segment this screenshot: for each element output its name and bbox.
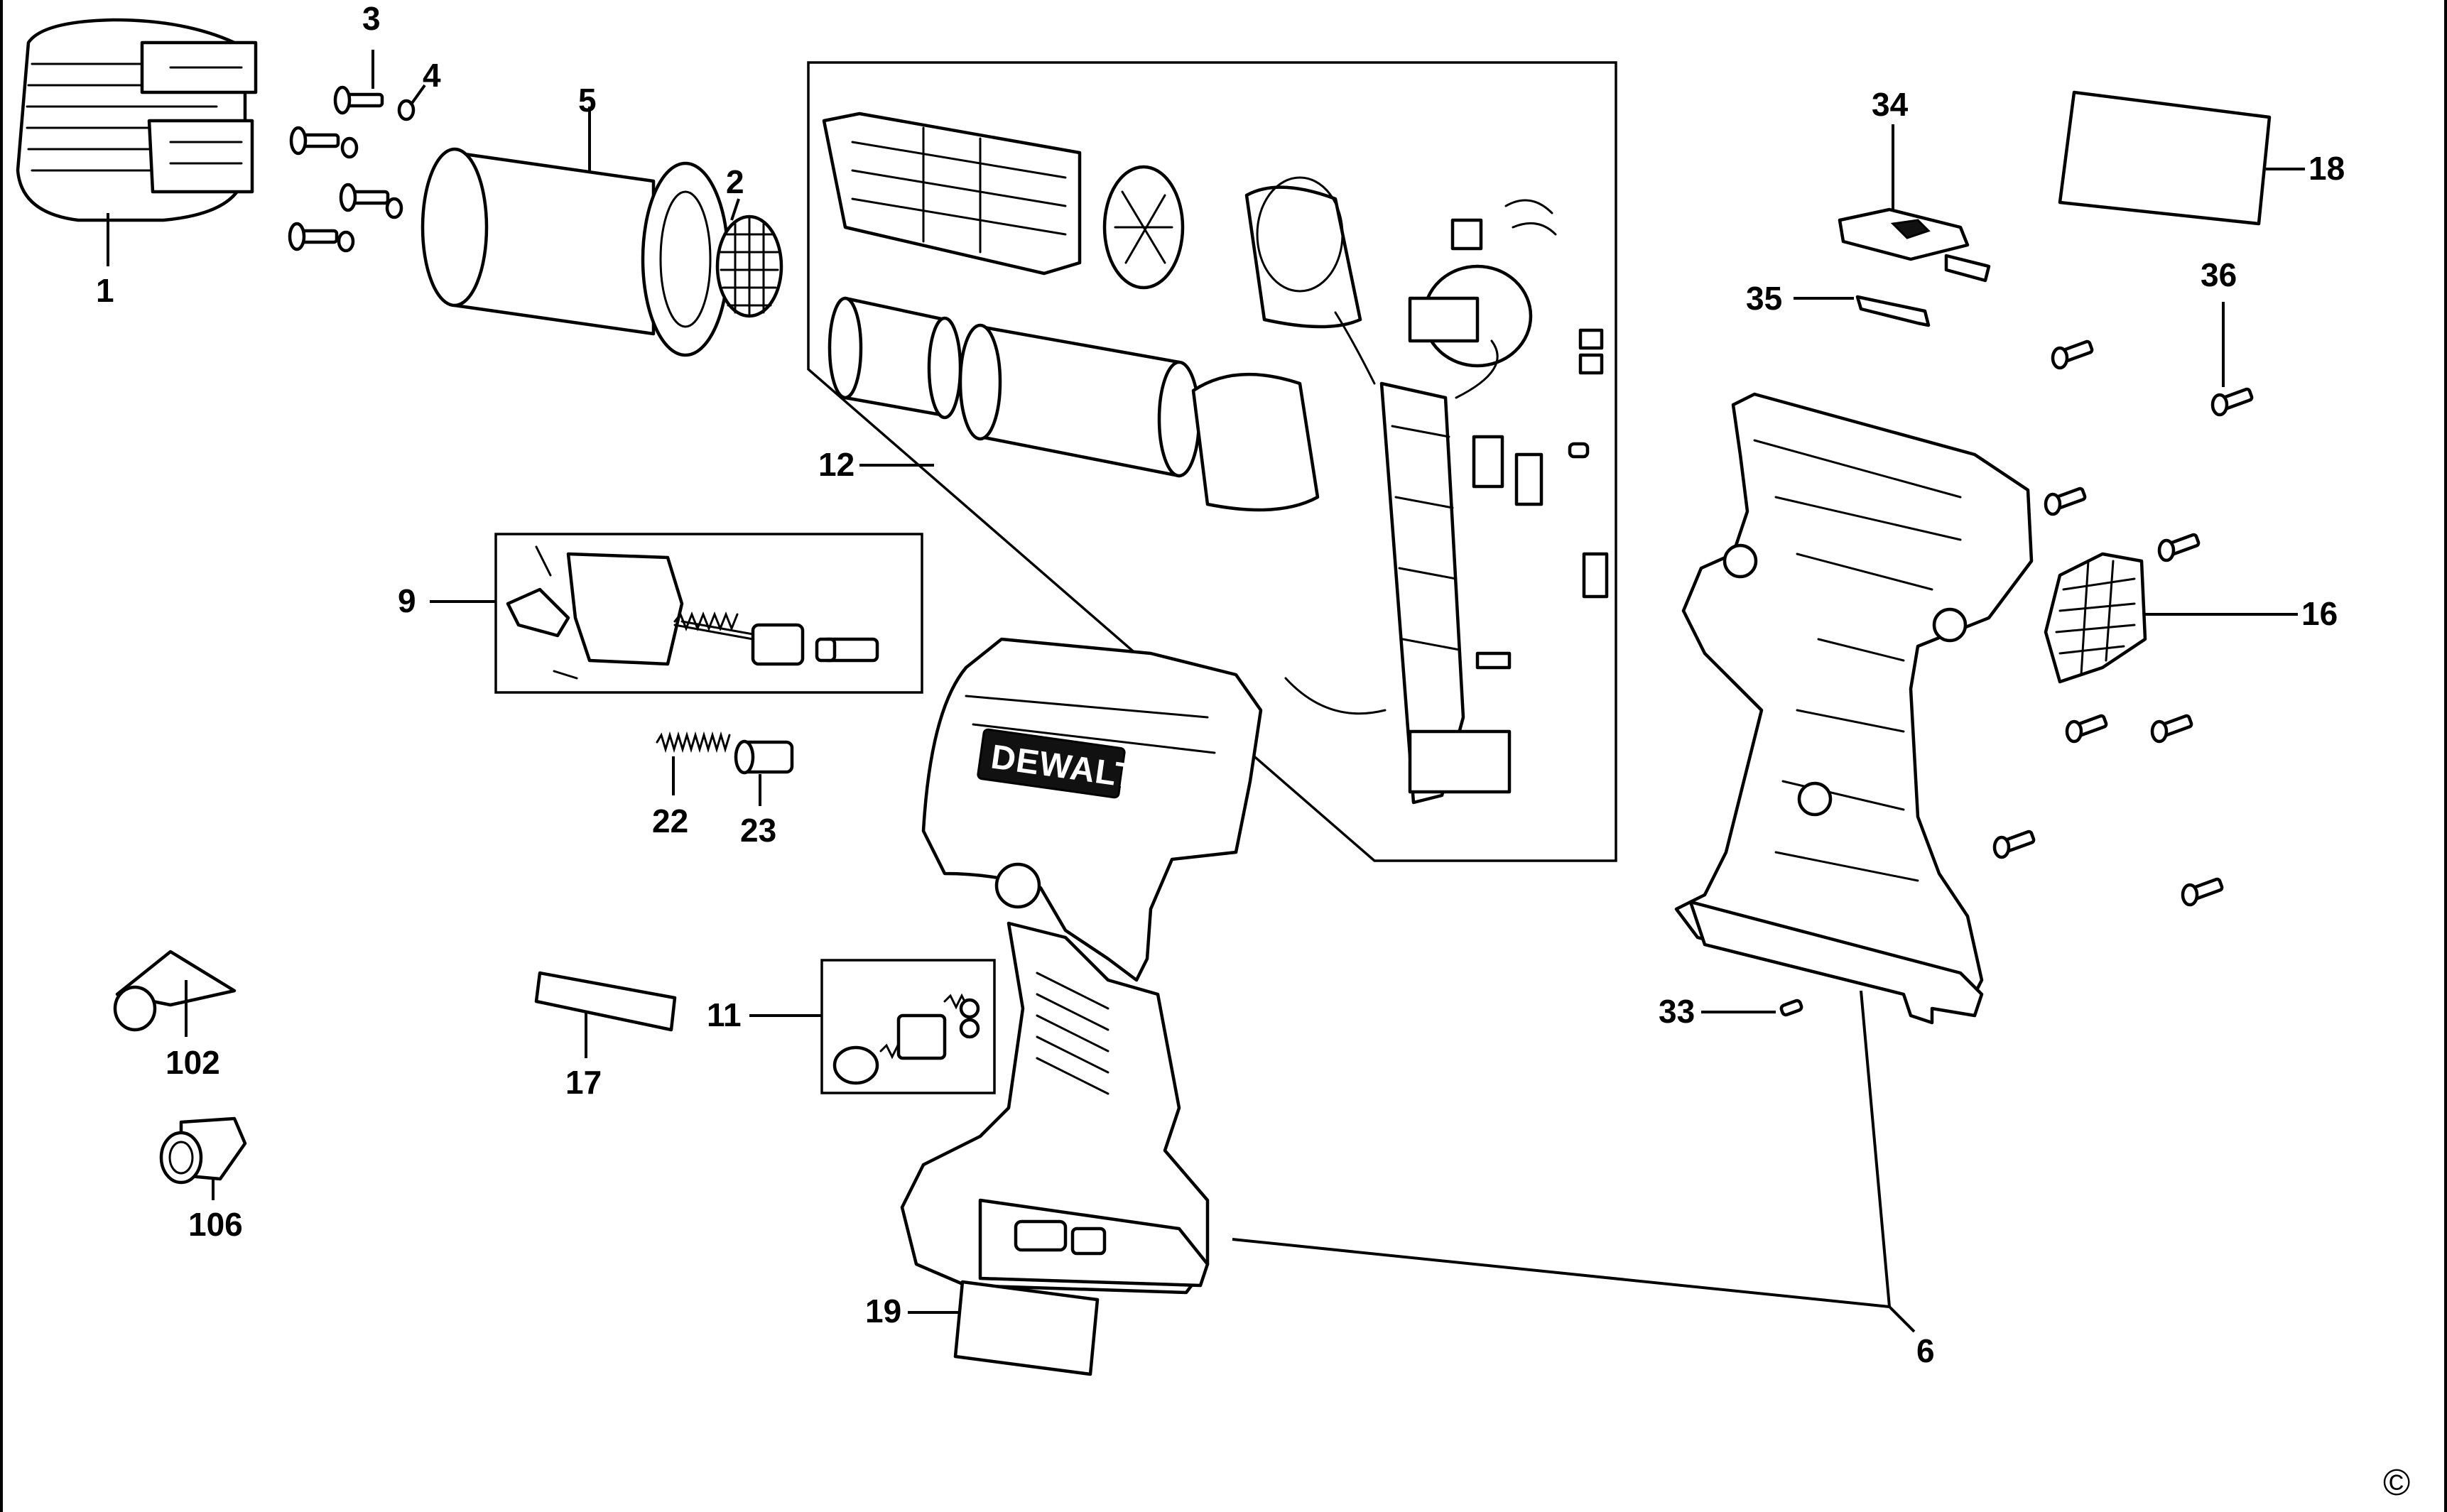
- part-35-clip[interactable]: [1855, 295, 1931, 327]
- callout-9[interactable]: 9: [398, 582, 416, 619]
- part-12-internal-assembly[interactable]: [822, 112, 1609, 805]
- leader-6-right: [1860, 990, 1891, 1307]
- callout-22[interactable]: 22: [652, 803, 688, 839]
- callout-16[interactable]: 16: [2301, 595, 2338, 632]
- assembly-11-box: [820, 959, 996, 1094]
- callout-34[interactable]: 34: [1872, 86, 1909, 123]
- part-23-button[interactable]: [734, 739, 794, 775]
- assembly-9-box: [494, 533, 923, 694]
- part-102-nozzle[interactable]: [113, 950, 237, 1032]
- part-36-screws[interactable]: [1992, 339, 2254, 907]
- part-9-switch-assembly[interactable]: [506, 545, 879, 680]
- callout-102[interactable]: 102: [166, 1044, 220, 1081]
- callout-106[interactable]: 106: [188, 1206, 243, 1243]
- part-106-reflector-nozzle[interactable]: [159, 1116, 247, 1185]
- part-16-fan-cover[interactable]: [2044, 552, 2147, 684]
- callout-12[interactable]: 12: [818, 446, 854, 483]
- part-33-pin[interactable]: [1779, 999, 1803, 1017]
- part-18-label[interactable]: [2058, 90, 2272, 226]
- part-4-washers[interactable]: [337, 99, 416, 253]
- callout-36[interactable]: 36: [2201, 256, 2237, 293]
- callout-11[interactable]: 11: [707, 996, 742, 1033]
- callout-2[interactable]: 2: [726, 163, 744, 200]
- leader-6: [1888, 1305, 1916, 1333]
- leader-2: [730, 198, 740, 221]
- assembly-12-outline: [807, 61, 1617, 862]
- part-6-housing-left[interactable]: DEWALT: [900, 637, 1263, 1295]
- part-17-label-strip[interactable]: [534, 971, 677, 1032]
- part-6-housing-right[interactable]: [1674, 392, 2034, 1025]
- leader-4: [409, 84, 426, 107]
- part-5-heating-tube[interactable]: [421, 147, 730, 357]
- callout-4[interactable]: 4: [423, 57, 441, 94]
- part-11-switch-parts[interactable]: [832, 993, 980, 1085]
- part-1-nozzle-housing[interactable]: [16, 18, 258, 222]
- leader-6-left: [1232, 1238, 1890, 1308]
- part-19-label[interactable]: [953, 1280, 1100, 1376]
- callout-19[interactable]: 19: [865, 1293, 901, 1329]
- part-34-switch-cover[interactable]: [1838, 207, 1991, 283]
- dewalt-logo-plate: [977, 728, 1126, 799]
- part-2-mesh-screen[interactable]: [715, 214, 783, 318]
- callout-5[interactable]: 5: [578, 82, 597, 119]
- callout-3[interactable]: 3: [362, 0, 381, 37]
- callout-17[interactable]: 17: [565, 1064, 602, 1101]
- callout-35[interactable]: 35: [1746, 280, 1782, 317]
- callout-18[interactable]: 18: [2308, 150, 2345, 187]
- callout-1[interactable]: 1: [96, 272, 114, 309]
- callout-6[interactable]: 6: [1916, 1332, 1935, 1369]
- callout-23[interactable]: 23: [740, 812, 776, 849]
- part-22-spring[interactable]: [656, 731, 731, 754]
- callout-33[interactable]: 33: [1659, 993, 1695, 1030]
- copyright-mark: ©: [2383, 1462, 2410, 1503]
- part-3-screws[interactable]: [288, 85, 390, 251]
